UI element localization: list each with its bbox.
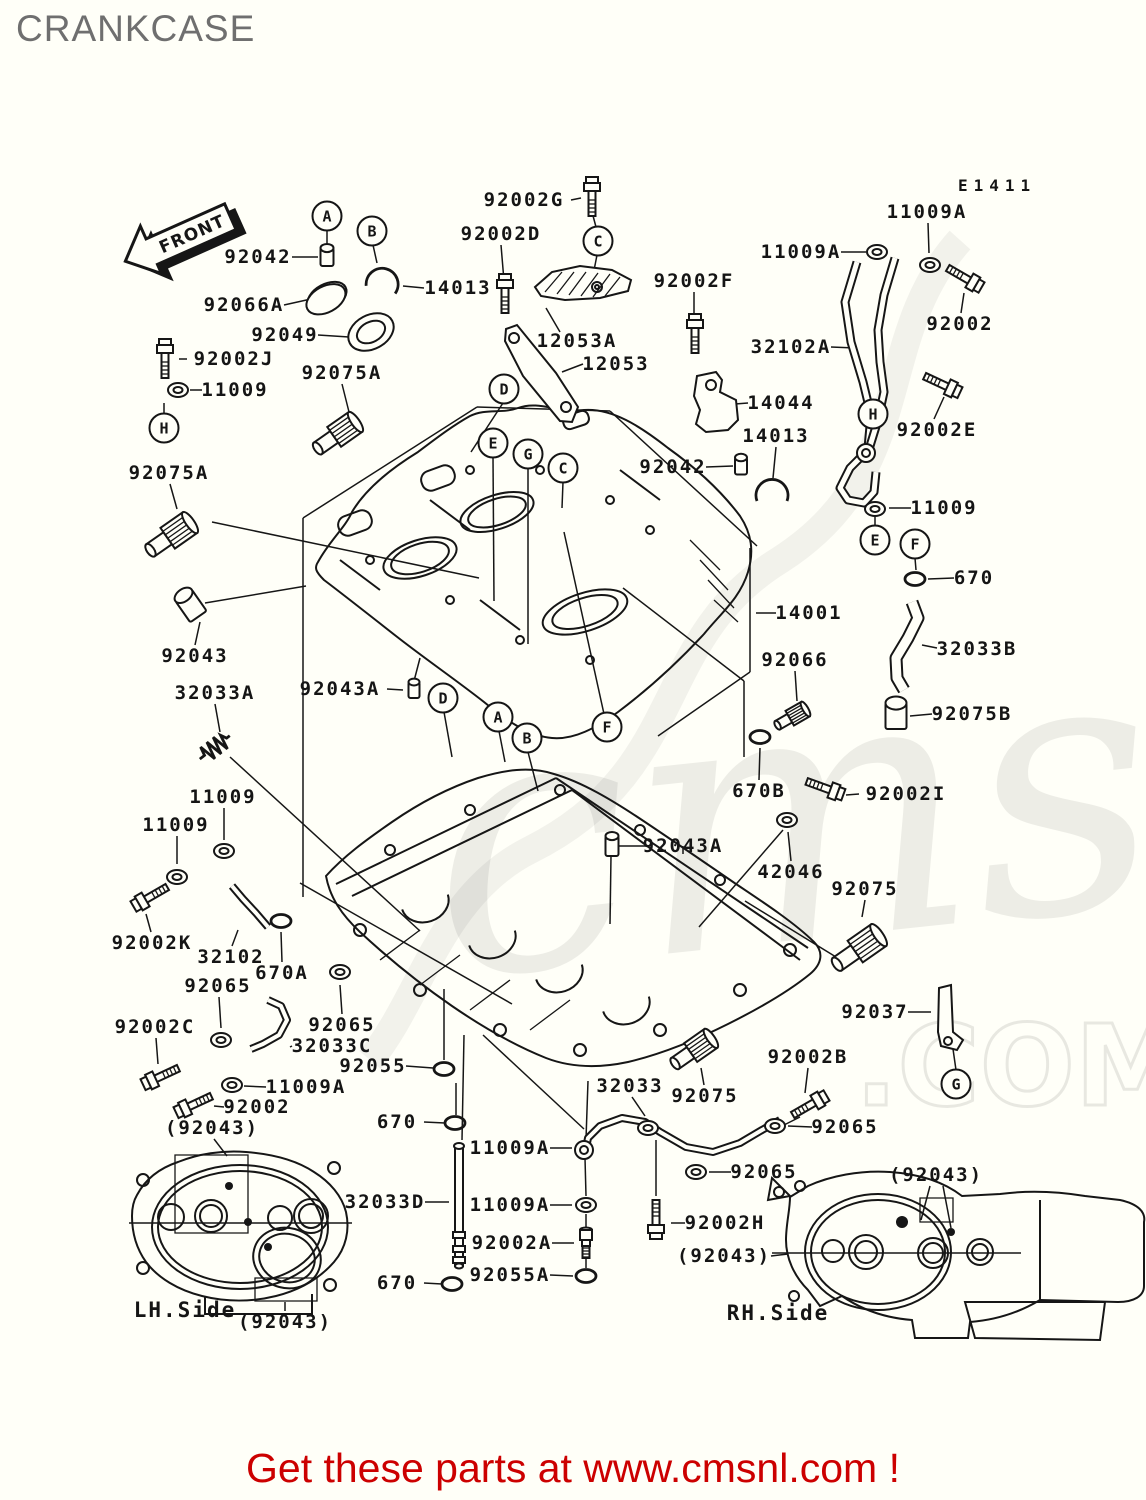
watermark: cms .COM bbox=[359, 230, 1146, 1134]
part-icon-halfring bbox=[364, 266, 400, 295]
part-icon-plugbolt bbox=[579, 1226, 593, 1259]
part-icon-washer bbox=[637, 1120, 659, 1136]
part-icon-washer bbox=[919, 257, 941, 273]
page-title: CRANKCASE bbox=[16, 8, 256, 49]
part-icon-plug bbox=[311, 410, 365, 456]
part-icon-cyl bbox=[604, 830, 620, 857]
front-direction-arrow: FRONT bbox=[123, 201, 247, 282]
part-icon-bolt bbox=[156, 338, 174, 379]
part-icon-washer bbox=[575, 1197, 597, 1213]
part-icon-washer bbox=[764, 1118, 786, 1134]
part-icon-plug bbox=[830, 922, 889, 972]
part-icon-plug bbox=[669, 1027, 720, 1071]
part-icon-bolt bbox=[583, 176, 601, 217]
part-icon-oring bbox=[432, 1061, 456, 1077]
part-icon-washer bbox=[864, 501, 886, 517]
part-icon-bolt bbox=[139, 1063, 182, 1092]
part-icon-spring bbox=[198, 732, 231, 761]
part-icon-plug bbox=[773, 700, 812, 731]
rh-side-cover-art bbox=[766, 1170, 1146, 1342]
part-icon-cyl bbox=[734, 452, 748, 476]
part-icon-bolt bbox=[804, 776, 847, 802]
part-icon-washer bbox=[210, 1032, 232, 1048]
part-icon-washer bbox=[167, 382, 189, 398]
part-icon-washer bbox=[213, 843, 235, 859]
part-icon-bolt bbox=[172, 1091, 215, 1120]
part-icon-bolt bbox=[647, 1199, 665, 1240]
svg-text:cms: cms bbox=[408, 569, 1146, 1062]
part-icon-bolt bbox=[129, 882, 171, 914]
part-icon-bolt bbox=[921, 371, 964, 400]
part-icon-dipstick bbox=[452, 1142, 466, 1270]
svg-text:.COM: .COM bbox=[855, 1002, 1146, 1132]
part-icon-bolt bbox=[686, 313, 704, 354]
part-icon-oring bbox=[443, 1115, 467, 1131]
part-icon-washer bbox=[221, 1077, 243, 1093]
part-icon-bolt bbox=[944, 263, 986, 295]
part-icon-cyl bbox=[407, 677, 421, 699]
part-icon-banjo bbox=[856, 443, 876, 463]
part-icon-cyl bbox=[173, 586, 207, 623]
part-icon-oring bbox=[440, 1276, 464, 1292]
upper-crankcase-half-art bbox=[315, 404, 753, 740]
part-icon-oring bbox=[574, 1268, 598, 1284]
part-icon-plug bbox=[144, 510, 200, 558]
diagram-code: E1411 bbox=[958, 176, 1037, 195]
part-icon-bolt bbox=[496, 273, 514, 314]
bracket-parts bbox=[174, 264, 965, 1302]
part-icon-oring bbox=[269, 913, 293, 929]
part-icon-ring bbox=[347, 312, 395, 352]
part-icon-washer bbox=[776, 812, 798, 828]
part-icon-oring bbox=[903, 571, 927, 587]
lh-side-cover-art bbox=[130, 1150, 349, 1315]
small-parts bbox=[129, 176, 986, 1292]
part-icon-washer bbox=[866, 244, 888, 260]
part-icon-oring bbox=[748, 729, 772, 745]
part-icon-disc bbox=[305, 280, 348, 316]
lower-crankcase-half-art bbox=[324, 768, 822, 1068]
part-icon-cyl bbox=[319, 242, 335, 267]
pipe-parts bbox=[228, 256, 925, 1159]
part-icon-banjo bbox=[574, 1140, 594, 1160]
part-icon-bolt bbox=[789, 1088, 831, 1120]
part-icon-washer bbox=[329, 964, 351, 980]
part-icon-cyl bbox=[884, 695, 908, 730]
part-icon-washer bbox=[166, 869, 188, 885]
footer-cta-link[interactable]: Get these parts at www.cmsnl.com ! bbox=[246, 1445, 900, 1491]
leader-lines bbox=[129, 197, 1021, 1311]
part-icon-washer bbox=[685, 1164, 707, 1180]
part-icon-halfring bbox=[754, 478, 790, 502]
